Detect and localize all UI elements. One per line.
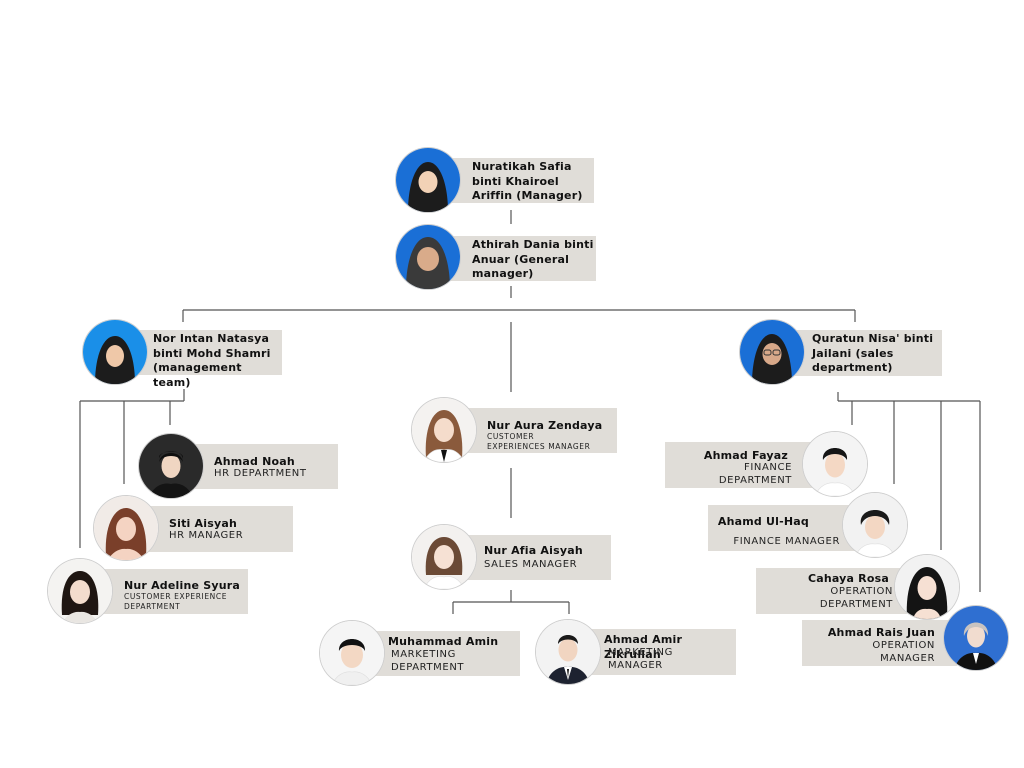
hr-department-card: Ahmad Noah HR DEPARTMENT (188, 444, 338, 489)
marketing-department-role: MARKETING DEPARTMENT (391, 649, 465, 673)
marketing-manager-role: MARKETING MANAGER (608, 647, 673, 671)
operation-department-card: Cahaya Rosa OPERATION DEPARTMENT (756, 568, 907, 614)
marketing-manager-card: Ahmad Amir Zikrullah MARKETING MANAGER (585, 629, 736, 675)
sales-manager-photo (412, 525, 476, 589)
operation-manager-card: Ahmad Rais Juan OPERATION MANAGER (802, 620, 957, 666)
customer-exp-manager-photo (412, 398, 476, 462)
manager-name: Nuratikah Safia binti Khairoel Ariffin (… (472, 160, 583, 202)
operation-manager-photo (944, 606, 1008, 670)
manager-card: Nuratikah Safia binti Khairoel Ariffin (… (446, 158, 594, 203)
management-team-photo (83, 320, 147, 384)
general-manager-name: Athirah Dania binti Anuar (General manag… (472, 238, 594, 280)
marketing-department-photo (320, 621, 384, 685)
sales-department-name: Quratun Nisa' binti Jailani (sales depar… (812, 332, 934, 374)
operation-department-role: OPERATION DEPARTMENT (819, 586, 893, 610)
finance-department-role: FINANCE DEPARTMENT (718, 462, 792, 486)
customer-exp-department-name: Nur Adeline Syura (124, 579, 240, 592)
customer-exp-manager-name: Nur Aura Zendaya (487, 419, 603, 432)
sales-department-photo (740, 320, 804, 384)
operation-department-name: Cahaya Rosa (807, 572, 889, 585)
marketing-department-name: Muhammad Amin (388, 635, 499, 648)
operation-department-photo (895, 555, 959, 619)
customer-exp-manager-card: Nur Aura Zendaya CUSTOMER EXPERIENCES MA… (458, 408, 617, 453)
finance-department-photo (803, 432, 867, 496)
general-manager-card: Athirah Dania binti Anuar (General manag… (446, 236, 596, 281)
finance-department-name: Ahmad Fayaz (703, 449, 788, 462)
sales-manager-role: SALES MANAGER (484, 559, 578, 570)
hr-manager-card: Siti Aisyah HR MANAGER (143, 506, 293, 552)
customer-exp-manager-role: CUSTOMER EXPERIENCES MANAGER (487, 432, 591, 451)
hr-manager-role: HR MANAGER (169, 530, 244, 541)
sales-manager-name: Nur Afia Aisyah (484, 544, 583, 557)
hr-department-role: HR DEPARTMENT (214, 468, 307, 479)
finance-department-card: Ahmad Fayaz FINANCE DEPARTMENT (665, 442, 816, 488)
customer-exp-department-role: CUSTOMER EXPERIENCE DEPARTMENT (124, 592, 228, 611)
finance-manager-photo (843, 493, 907, 557)
customer-exp-department-card: Nur Adeline Syura CUSTOMER EXPERIENCE DE… (98, 569, 248, 614)
operation-manager-name: Ahmad Rais Juan (827, 626, 935, 639)
marketing-manager-photo (536, 620, 600, 684)
hr-department-photo (139, 434, 203, 498)
sales-manager-card: Nur Afia Aisyah SALES MANAGER (458, 535, 611, 580)
management-team-name: Nor Intan Natasya binti Mohd Shamri (man… (153, 332, 271, 389)
manager-photo (396, 148, 460, 212)
finance-manager-name: Ahamd Ul-Haq (717, 515, 809, 528)
hr-manager-photo (94, 496, 158, 560)
operation-manager-role: OPERATION MANAGER (872, 640, 935, 664)
finance-manager-card: Ahamd Ul-Haq FINANCE MANAGER (708, 505, 859, 551)
finance-manager-role: FINANCE MANAGER (733, 536, 840, 547)
management-team-card: Nor Intan Natasya binti Mohd Shamri (man… (130, 330, 282, 389)
hr-manager-name: Siti Aisyah (169, 517, 238, 530)
hr-department-name: Ahmad Noah (214, 455, 295, 468)
marketing-department-card: Muhammad Amin MARKETING DEPARTMENT (369, 631, 520, 676)
customer-exp-department-photo (48, 559, 112, 623)
sales-department-card: Quratun Nisa' binti Jailani (sales depar… (790, 330, 942, 376)
marketing-manager-name: Ahmad Amir Zikrullah (604, 633, 683, 661)
general-manager-photo (396, 225, 460, 289)
